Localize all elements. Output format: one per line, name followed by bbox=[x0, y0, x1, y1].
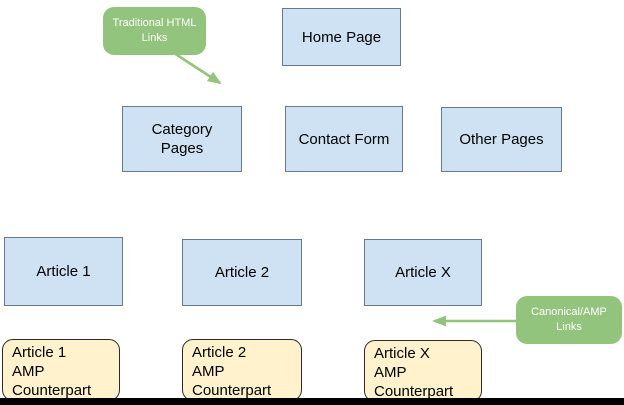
node-home-page: Home Page bbox=[282, 8, 401, 66]
node-article-x: Article X bbox=[364, 239, 482, 306]
callout-traditional-html-links: Traditional HTML Links bbox=[103, 7, 206, 55]
node-article-2-amp-counterpart: Article 2 AMP Counterpart bbox=[182, 339, 302, 401]
callout-canonical-amp-links: Canonical/AMP Links bbox=[516, 296, 622, 344]
node-article-x-amp-counterpart: Article X AMP Counterpart bbox=[364, 340, 482, 402]
node-other-pages: Other Pages bbox=[441, 107, 562, 172]
node-contact-form: Contact Form bbox=[285, 106, 403, 172]
node-home-page-label: Home Page bbox=[301, 28, 382, 46]
node-article-1-amp-counterpart: Article 1 AMP Counterpart bbox=[2, 339, 120, 401]
node-article-2: Article 2 bbox=[182, 239, 302, 306]
node-category-pages-label: Category Pages bbox=[151, 121, 213, 157]
node-other-pages-label: Other Pages bbox=[459, 131, 544, 148]
node-article-x-label: Article X bbox=[395, 264, 451, 281]
node-article-1: Article 1 bbox=[4, 237, 123, 306]
node-contact-form-label: Contact Form bbox=[298, 130, 390, 148]
traditional-links-arrow bbox=[173, 51, 222, 85]
node-category-pages: Category Pages bbox=[122, 106, 242, 172]
node-article-1-label: Article 1 bbox=[36, 263, 91, 280]
canvas-bottom-edge bbox=[0, 398, 624, 405]
node-article-2-label: Article 2 bbox=[214, 264, 270, 281]
